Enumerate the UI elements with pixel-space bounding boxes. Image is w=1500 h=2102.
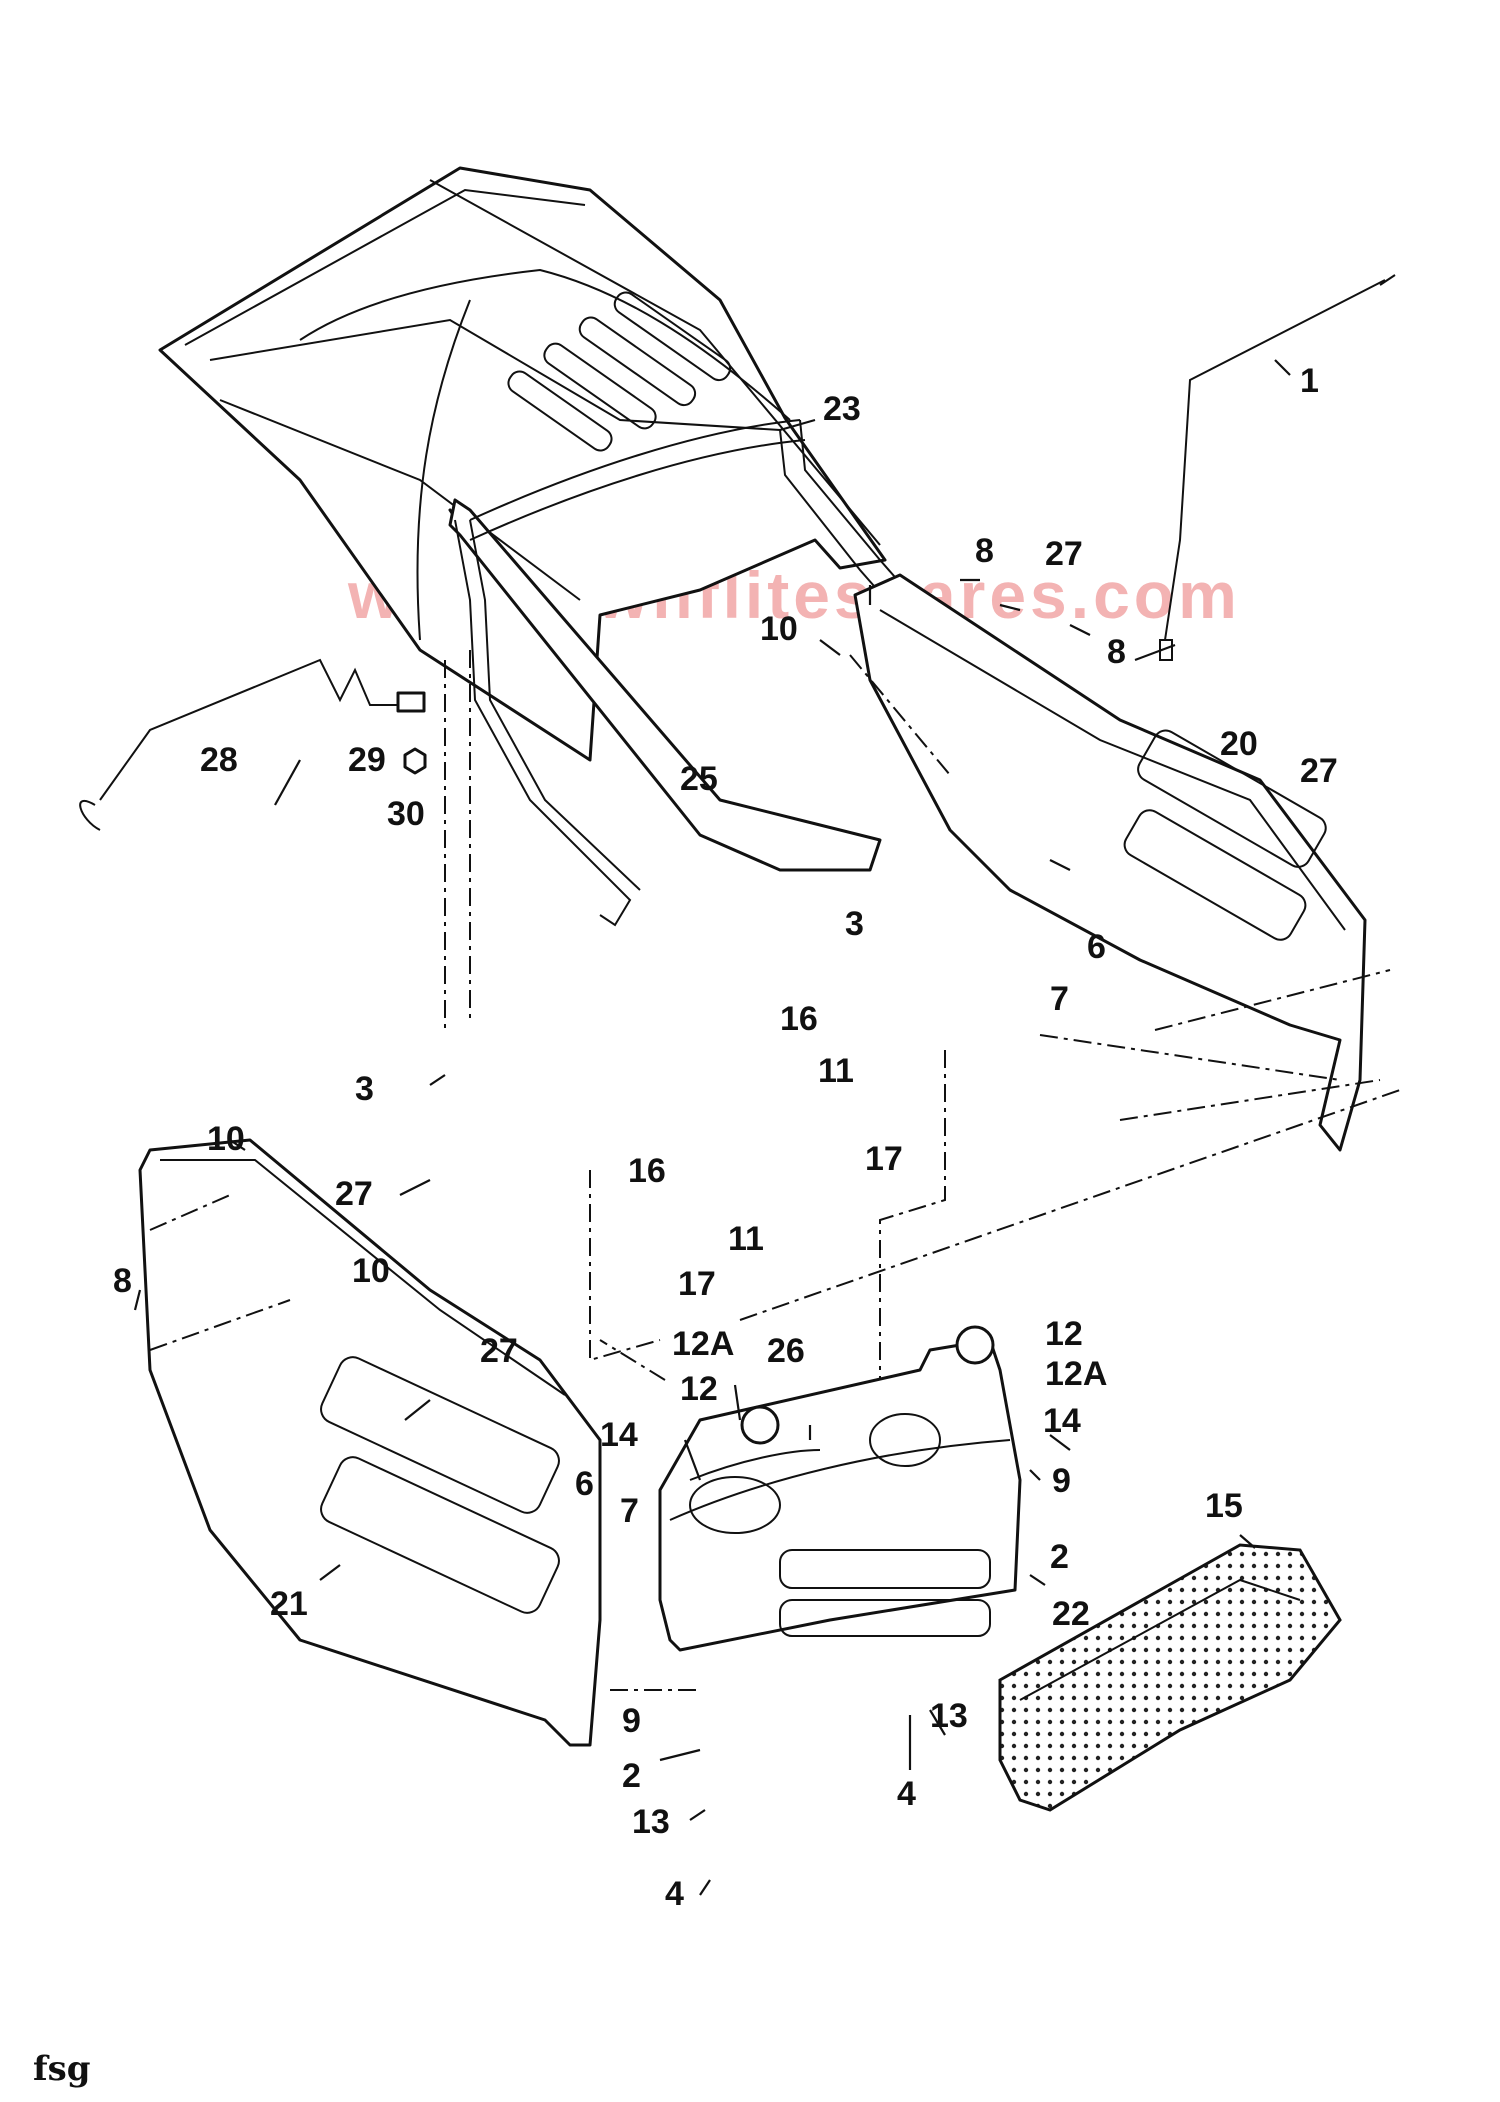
callout-14: 14 (600, 1416, 638, 1454)
callout-11: 11 (818, 1052, 854, 1090)
callout-10: 10 (760, 610, 798, 648)
callout-4: 4 (665, 1875, 684, 1913)
callout-1: 1 (1300, 362, 1319, 400)
callout-9: 9 (1052, 1462, 1071, 1500)
callout-20: 20 (1220, 725, 1258, 763)
callout-13: 13 (632, 1803, 670, 1841)
callout-26: 26 (767, 1332, 805, 1370)
callout-3: 3 (845, 905, 864, 943)
callout-10: 10 (352, 1252, 390, 1290)
callout-2: 2 (622, 1757, 641, 1795)
callout-12: 12 (1045, 1315, 1083, 1353)
callout-27: 27 (1045, 535, 1083, 573)
alignment-lines (149, 650, 1401, 1691)
callout-12A: 12A (672, 1325, 734, 1363)
right-side-panel-part (853, 573, 1367, 1152)
hood-rod-part (79, 658, 427, 831)
callout-2: 2 (1050, 1538, 1069, 1576)
callout-12A: 12A (1045, 1355, 1107, 1393)
headlight-hardware-part (740, 1325, 995, 1445)
callout-17: 17 (678, 1265, 716, 1303)
callout-10: 10 (207, 1120, 245, 1158)
left-side-panel-part (138, 1138, 602, 1747)
callout-8: 8 (1107, 633, 1126, 671)
callout-25: 25 (680, 760, 718, 798)
grille-part (998, 1543, 1342, 1812)
callout-15: 15 (1205, 1487, 1243, 1525)
callout-22: 22 (1052, 1595, 1090, 1633)
hood-part (158, 166, 887, 762)
callout-6: 6 (575, 1465, 594, 1503)
footer-code: fsg (33, 2049, 91, 2089)
callout-28: 28 (200, 741, 238, 779)
callout-16: 16 (780, 1000, 818, 1038)
callout-27: 27 (480, 1332, 518, 1370)
leader-lines (133, 359, 1291, 1896)
callout-8: 8 (113, 1262, 132, 1300)
callout-6: 6 (1087, 928, 1106, 966)
callout-27: 27 (1300, 752, 1338, 790)
callout-3: 3 (355, 1070, 374, 1108)
callout-4: 4 (897, 1775, 916, 1813)
callout-7: 7 (620, 1492, 639, 1530)
callout-30: 30 (387, 795, 425, 833)
callout-12: 12 (680, 1370, 718, 1408)
callout-27: 27 (335, 1175, 373, 1213)
callout-23: 23 (823, 390, 861, 428)
callout-17: 17 (865, 1140, 903, 1178)
callout-8: 8 (975, 532, 994, 570)
callout-11: 11 (728, 1220, 764, 1258)
callout-labels: 1 23 8 27 10 8 20 27 28 29 30 25 3 6 7 1… (113, 362, 1338, 1913)
callout-16: 16 (628, 1152, 666, 1190)
callout-29: 29 (348, 741, 386, 779)
callout-7: 7 (1050, 980, 1069, 1018)
callout-13: 13 (930, 1697, 968, 1735)
callout-14: 14 (1043, 1402, 1081, 1440)
callout-21: 21 (270, 1585, 308, 1623)
callout-9: 9 (622, 1702, 641, 1740)
